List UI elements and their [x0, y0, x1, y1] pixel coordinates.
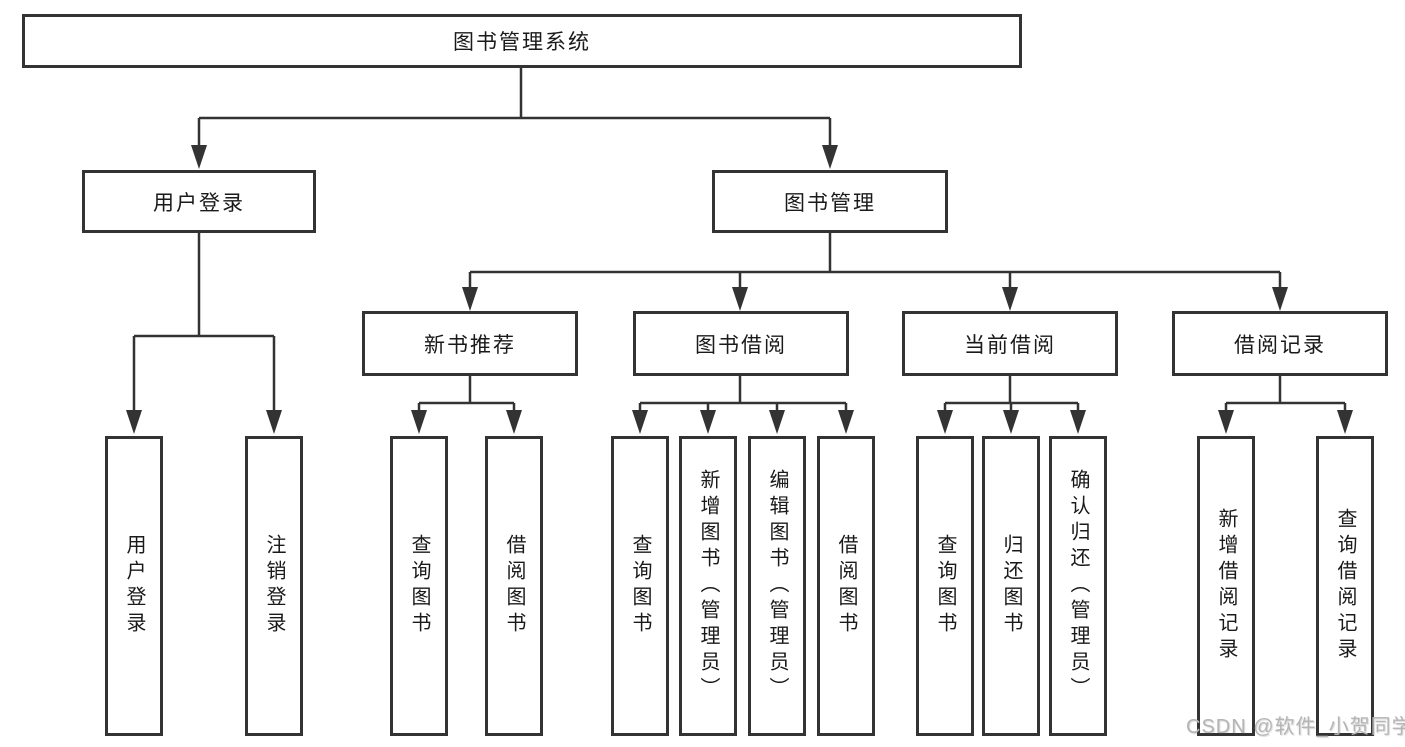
node-library-system: 图书管理系统 — [22, 14, 1022, 68]
leaf-return-book: 归还图书 — [982, 436, 1040, 736]
leaf-query-book-current: 查询图书 — [916, 436, 974, 736]
node-book-management: 图书管理 — [712, 170, 948, 233]
leaf-query-book-recommend: 查询图书 — [390, 436, 448, 736]
leaf-query-book-borrow: 查询图书 — [611, 436, 669, 736]
watermark: CSDN @软件_小贺同学 — [1186, 716, 1405, 738]
leaf-edit-book-admin: 编辑图书（管理员） — [748, 436, 806, 736]
leaf-borrow-book-recommend: 借阅图书 — [485, 436, 543, 736]
node-current-borrow: 当前借阅 — [902, 311, 1118, 376]
leaf-query-borrow-record: 查询借阅记录 — [1316, 436, 1374, 736]
node-new-book-recommend: 新书推荐 — [362, 311, 578, 376]
leaf-add-book-admin: 新增图书（管理员） — [679, 436, 737, 736]
node-book-borrow: 图书借阅 — [633, 311, 849, 376]
leaf-user-login: 用户登录 — [105, 436, 163, 736]
leaf-add-borrow-record: 新增借阅记录 — [1197, 436, 1255, 736]
leaf-borrow-book: 借阅图书 — [817, 436, 875, 736]
leaf-confirm-return-admin: 确认归还（管理员） — [1049, 436, 1107, 736]
node-user-login: 用户登录 — [82, 170, 316, 233]
leaf-logout: 注销登录 — [245, 436, 303, 736]
node-borrow-records: 借阅记录 — [1172, 311, 1388, 376]
